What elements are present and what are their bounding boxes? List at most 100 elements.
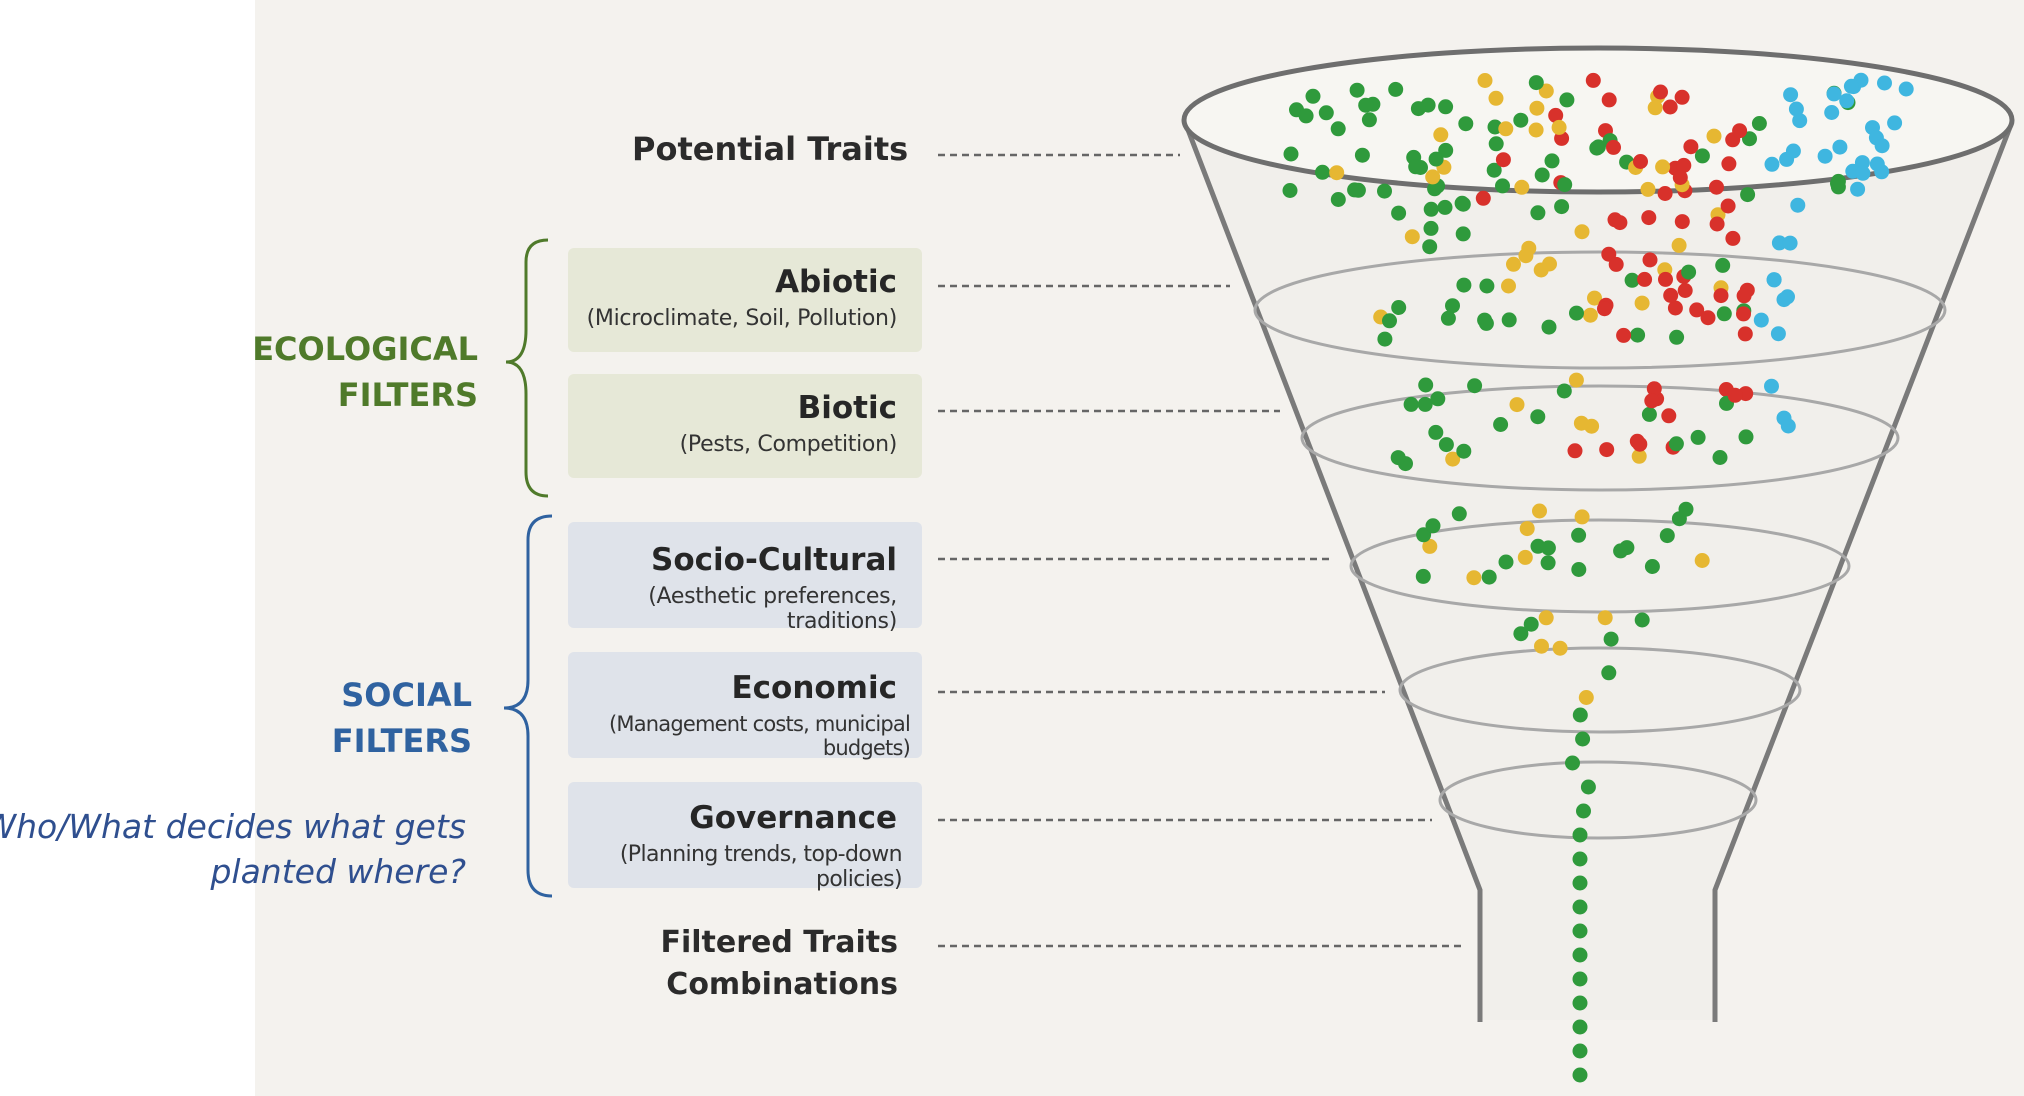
trait-dot xyxy=(1506,256,1521,272)
trait-dot xyxy=(1782,235,1798,251)
trait-dot xyxy=(1440,310,1456,326)
trait-dot xyxy=(1667,300,1683,316)
filter-detail: (Management costs, municipal budgets) xyxy=(609,712,911,760)
trait-dots xyxy=(1282,72,1914,1083)
trait-dot xyxy=(1634,612,1650,628)
trait-dot xyxy=(1843,78,1859,94)
trait-dot xyxy=(1540,555,1556,571)
trait-dot xyxy=(1437,199,1453,215)
trait-dot xyxy=(1877,75,1892,91)
trait-dot xyxy=(1318,105,1334,121)
trait-dot xyxy=(1517,549,1533,565)
ecological-line1: ECOLOGICAL xyxy=(252,330,478,368)
trait-dot xyxy=(1571,562,1587,577)
trait-dot xyxy=(1740,187,1756,203)
trait-dot xyxy=(1513,626,1529,642)
trait-dot xyxy=(1572,995,1588,1011)
trait-dot xyxy=(1585,72,1601,88)
trait-dot xyxy=(1677,283,1693,298)
trait-dot xyxy=(1298,108,1314,124)
trait-dot xyxy=(1532,503,1547,519)
trait-dot xyxy=(1633,154,1648,169)
trait-dot xyxy=(1629,433,1645,449)
filtered-traits-line1: Filtered Traits xyxy=(660,925,899,960)
trait-dot xyxy=(1528,75,1544,91)
trait-dot xyxy=(1874,138,1890,154)
trait-dot xyxy=(1493,417,1509,432)
trait-dot xyxy=(1780,289,1795,305)
trait-dot xyxy=(1538,83,1554,99)
trait-dot xyxy=(1576,803,1591,819)
trait-dot xyxy=(1578,690,1594,705)
trait-dot xyxy=(1580,779,1596,795)
trait-dot xyxy=(1568,372,1584,388)
trait-dot xyxy=(1738,429,1754,445)
trait-dot xyxy=(1694,553,1710,568)
trait-dot xyxy=(1674,89,1690,105)
trait-dot xyxy=(1788,101,1804,117)
social-line2: FILTERS xyxy=(331,722,472,760)
trait-dot xyxy=(1790,197,1806,213)
trait-dot xyxy=(1572,1067,1588,1083)
question-line1: Who/What decides what gets xyxy=(0,807,466,846)
trait-dot xyxy=(1657,186,1673,201)
ecological-filters-label: ECOLOGICAL FILTERS xyxy=(200,326,478,418)
trait-dot xyxy=(1589,140,1605,156)
trait-dot xyxy=(1528,122,1544,138)
trait-dot xyxy=(1669,329,1685,345)
funnel-ring-4 xyxy=(1398,646,1802,734)
trait-dot xyxy=(1771,235,1787,251)
trait-dot xyxy=(1644,559,1660,574)
trait-dot xyxy=(1690,429,1706,445)
trait-dot xyxy=(1377,183,1392,199)
trait-dot xyxy=(1361,112,1377,128)
trait-dot xyxy=(1850,181,1866,197)
trait-dot xyxy=(1330,192,1346,207)
trait-dot xyxy=(1855,165,1871,181)
trait-dot xyxy=(1425,169,1441,185)
filter-box-biotic: Biotic (Pests, Competition) xyxy=(568,374,922,478)
filter-box-governance: Governance (Planning trends, top-down po… xyxy=(568,782,922,892)
trait-dot xyxy=(1676,157,1692,173)
trait-dot xyxy=(1572,1043,1588,1059)
trait-dot xyxy=(1725,230,1741,246)
trait-dot xyxy=(1509,397,1525,413)
trait-dot xyxy=(1674,214,1690,230)
trait-dot xyxy=(1572,923,1588,939)
filter-title: Governance xyxy=(689,800,897,836)
trait-dot xyxy=(1481,569,1497,585)
trait-dot xyxy=(1753,312,1769,328)
trait-dot xyxy=(1456,277,1472,293)
funnel-ring-2 xyxy=(1300,384,1900,492)
trait-dot xyxy=(1488,90,1504,106)
trait-dot xyxy=(1354,147,1370,163)
trait-dot xyxy=(1358,97,1374,113)
trait-dot xyxy=(1422,239,1438,255)
trait-dot xyxy=(1329,165,1345,181)
trait-dot xyxy=(1572,947,1588,963)
trait-dot xyxy=(1530,409,1546,425)
trait-dot xyxy=(1727,387,1743,403)
trait-dot xyxy=(1475,190,1491,206)
filter-box-socio-cultural: Socio-Cultural (Aesthetic preferences, t… xyxy=(568,522,922,634)
trait-dot xyxy=(1630,327,1646,343)
trait-dot xyxy=(1658,271,1673,287)
trait-dot xyxy=(1683,139,1699,155)
trait-dot xyxy=(1655,159,1671,175)
trait-dot xyxy=(1540,540,1556,556)
trait-dot xyxy=(1770,326,1786,342)
trait-dot xyxy=(1613,543,1629,559)
trait-dot xyxy=(1548,107,1564,123)
trait-dot xyxy=(1792,113,1808,129)
trait-dot xyxy=(1689,302,1705,318)
trait-dot xyxy=(1898,81,1914,97)
trait-dot xyxy=(1700,310,1716,326)
funnel-ring-1 xyxy=(1253,250,1947,370)
social-filters-label: SOCIAL FILTERS xyxy=(200,672,472,764)
trait-dot xyxy=(1646,381,1662,397)
trait-dot xyxy=(1559,92,1575,108)
trait-dot xyxy=(1653,84,1668,100)
trait-dot xyxy=(1572,899,1588,915)
trait-dot xyxy=(1445,451,1461,467)
